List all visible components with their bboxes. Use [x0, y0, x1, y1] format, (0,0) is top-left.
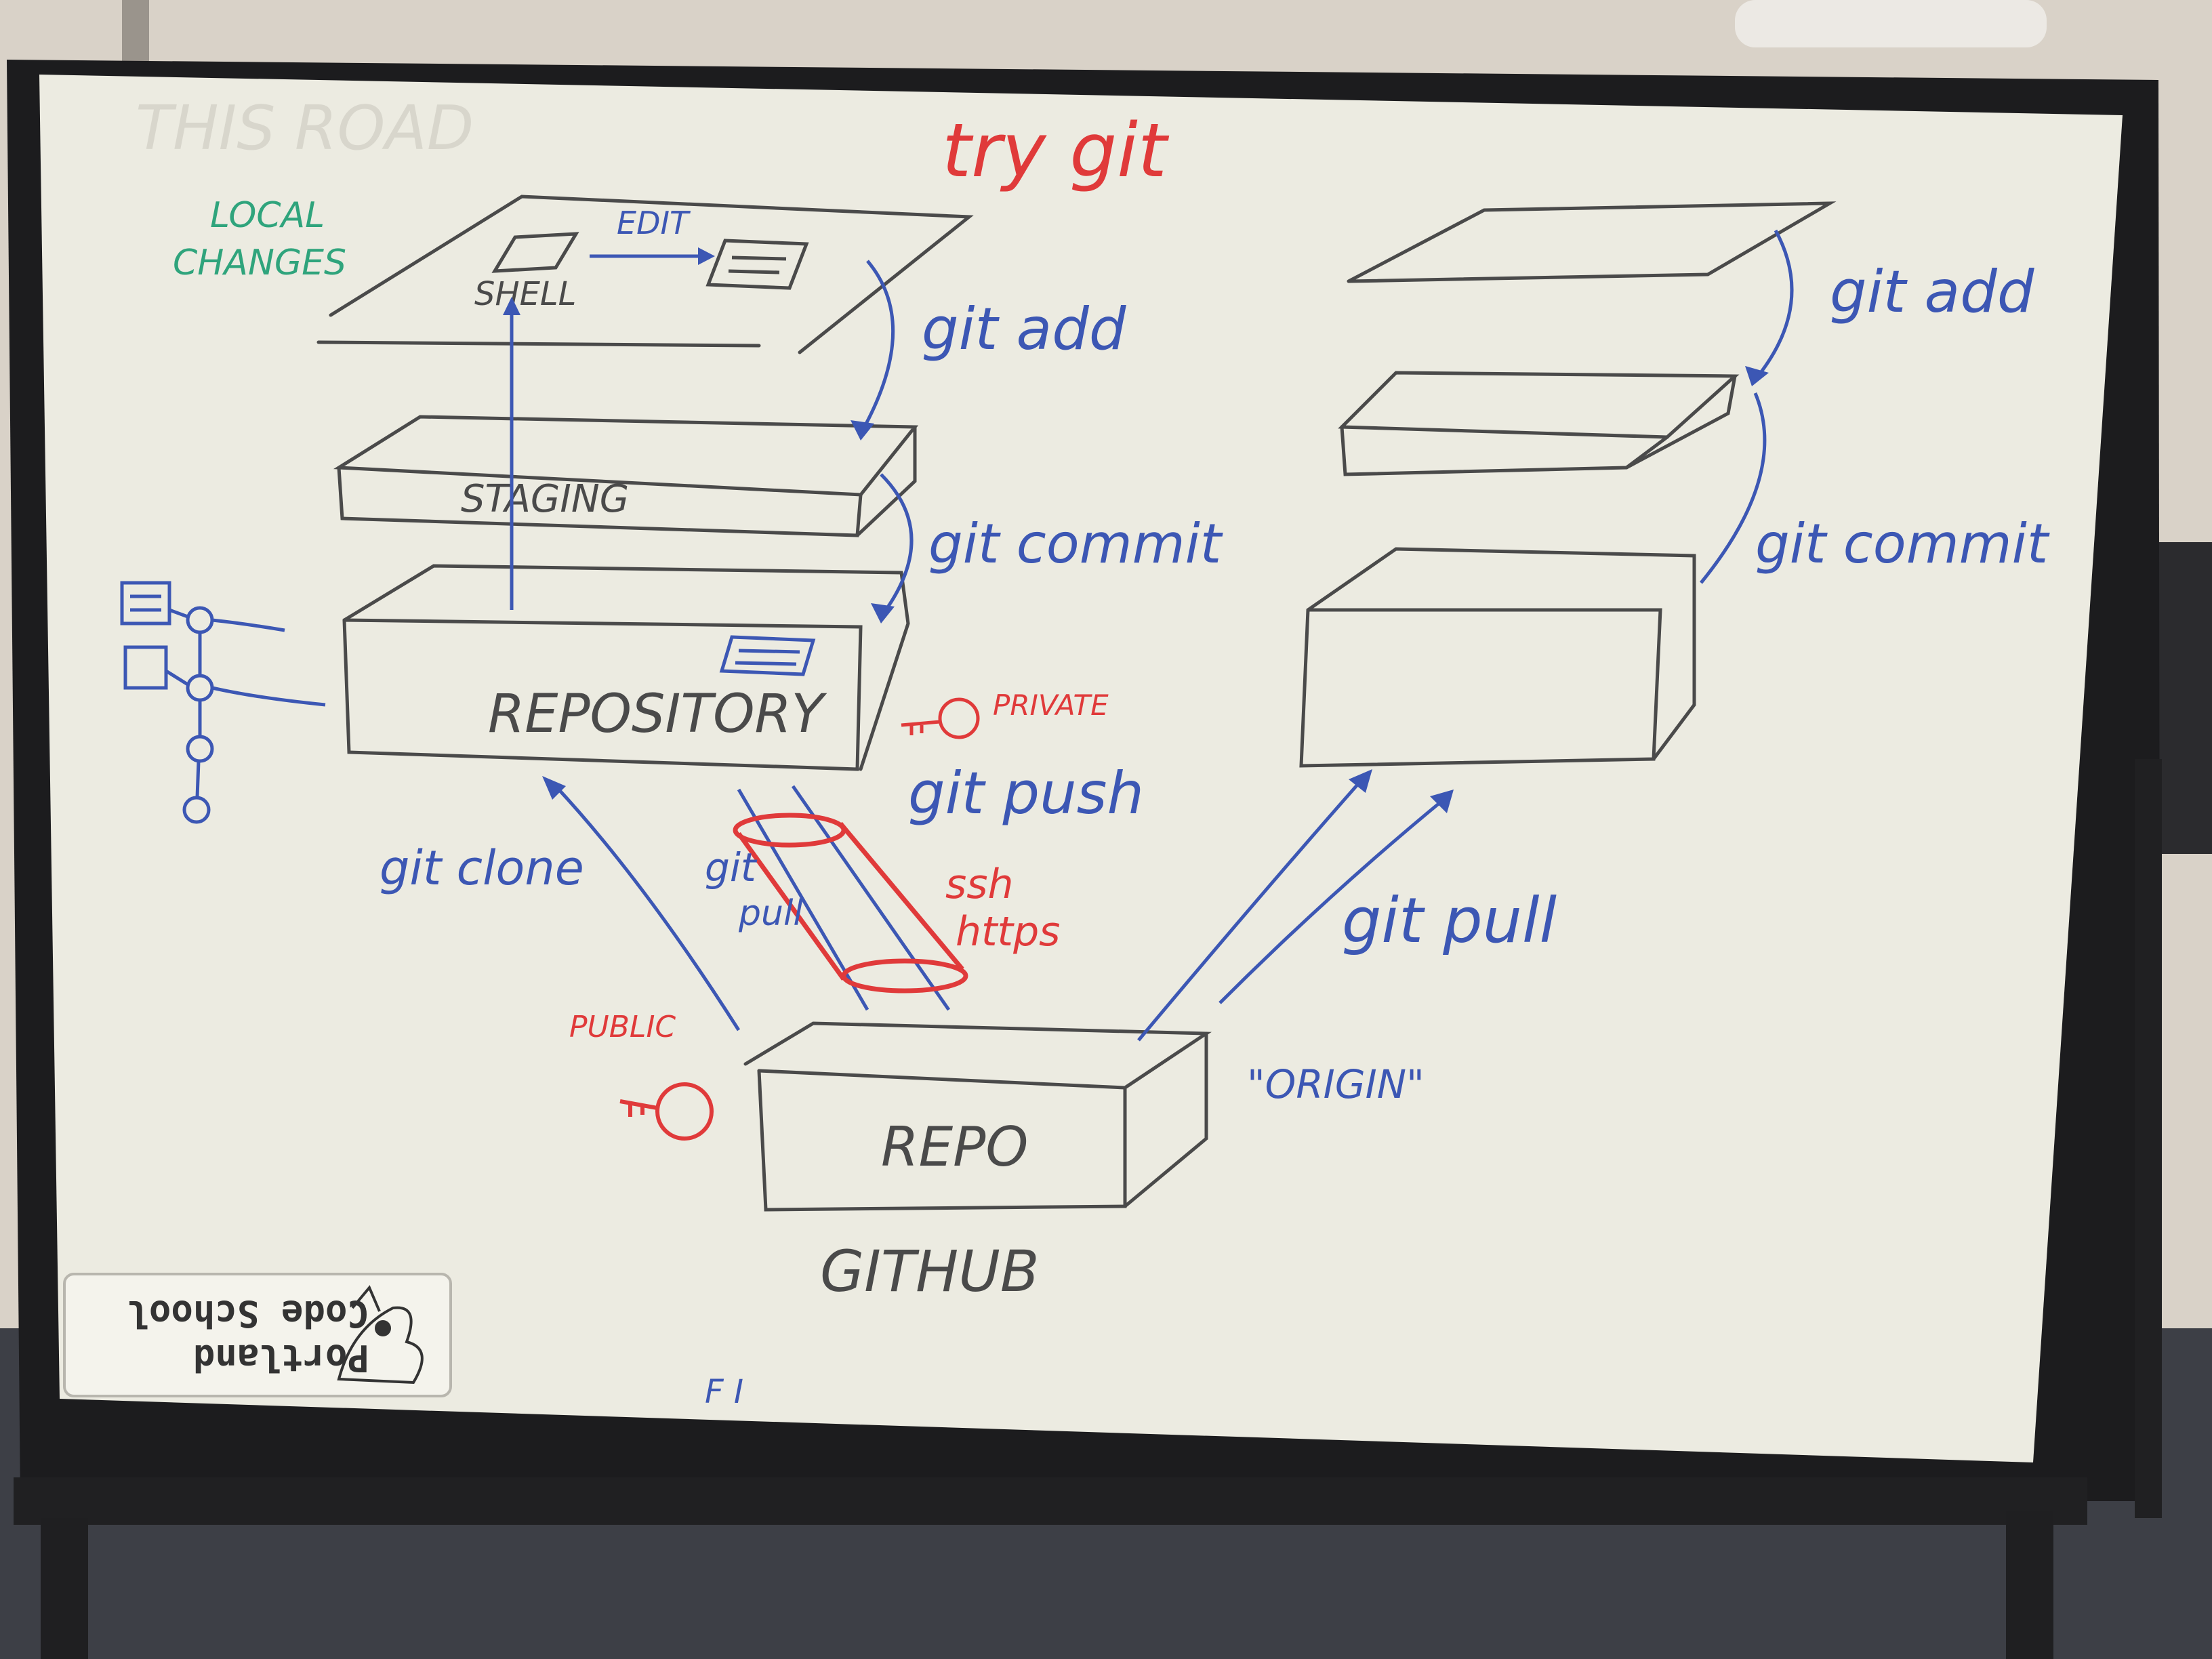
- git-add-curve-left-head: [851, 420, 874, 441]
- public-key-icon: [619, 1082, 714, 1141]
- file-square-icon: [491, 232, 579, 273]
- git-commit-curve-right: [1700, 392, 1767, 584]
- commit-node: [182, 796, 211, 824]
- git-commit-curve-left: [879, 473, 914, 618]
- history-file-icon: [120, 581, 171, 626]
- ssh-label: ssh: [945, 861, 1014, 908]
- push-arrow: [791, 785, 951, 1011]
- git-commit-label-right: git commit: [1755, 512, 2050, 575]
- commit-file-icon: [719, 635, 816, 676]
- right-working-plane: [1347, 201, 1837, 283]
- whiteboard-surface: [39, 75, 2123, 1462]
- github-label: GITHUB: [820, 1238, 1039, 1305]
- https-label: https: [956, 908, 1060, 956]
- origin-label: "ORIGIN": [1247, 1061, 1425, 1107]
- git-add-label-right: git add: [1830, 258, 2034, 326]
- git-add-curve-right-head: [1745, 366, 1769, 386]
- history-square-icon: [123, 645, 168, 690]
- ceiling-pipe: [122, 0, 149, 61]
- ghost-text: THIS ROAD: [136, 93, 474, 164]
- file-lines-icon: [705, 239, 809, 290]
- stand-leg-right: [2006, 1511, 2053, 1659]
- git-pull-arrow-right-2: [1218, 798, 1445, 1004]
- dragon-logo-icon: [337, 1285, 424, 1385]
- git-pull-arrow-right-2-head: [1430, 790, 1454, 813]
- right-stack: [1299, 201, 1837, 768]
- whiteboard-tray: [14, 1477, 2087, 1525]
- git-pull-small-label-2: pull: [738, 893, 803, 934]
- git-push-label: git push: [908, 760, 1144, 827]
- git-add-curve-right: [1754, 229, 1794, 381]
- shell-up-arrow-head: [503, 297, 520, 315]
- ssh-tunnel: [733, 813, 968, 994]
- git-add-curve-left: [859, 260, 895, 435]
- commit-history: [120, 581, 326, 824]
- remote-repo-label: REPO: [881, 1115, 1028, 1179]
- private-key-icon: [901, 697, 980, 739]
- local-changes-label-1: LOCAL: [210, 195, 325, 236]
- git-clone-arrow: [554, 785, 741, 1031]
- staging-label: STAGING: [461, 477, 629, 521]
- bottom-scrawl: F I: [705, 1373, 743, 1411]
- git-commit-curve-left-head: [871, 603, 895, 623]
- git-pull-arrow-right-1-head: [1349, 769, 1372, 793]
- portland-code-school-sticker: Portland Code School: [63, 1273, 452, 1397]
- remote-repo-box: [743, 1021, 1212, 1212]
- board-title: try git: [942, 107, 1170, 194]
- public-label: PUBLIC: [569, 1010, 676, 1044]
- git-clone-label: git clone: [380, 840, 584, 896]
- stand-leg-left: [41, 1518, 88, 1659]
- edit-arrow-head: [698, 247, 715, 265]
- ceiling-duct: [1735, 0, 2047, 47]
- edit-label: EDIT: [617, 205, 691, 241]
- sticker-line-1: Portland: [193, 1336, 369, 1379]
- git-pull-small-label-1: git: [705, 844, 758, 890]
- sticker-line-2: Code School: [127, 1292, 369, 1335]
- git-pull-label-right: git pull: [1342, 884, 1557, 957]
- local-changes-label-2: CHANGES: [173, 243, 346, 283]
- shell-label: SHELL: [474, 275, 576, 313]
- git-add-label-left: git add: [922, 295, 1126, 363]
- repository-box: [342, 564, 910, 771]
- git-clone-arrow-head: [542, 776, 566, 800]
- git-commit-label-left: git commit: [928, 512, 1223, 575]
- git-pull-arrow-right-1: [1137, 778, 1364, 1042]
- private-label: PRIVATE: [993, 689, 1109, 722]
- stand-post-right: [2135, 759, 2162, 1518]
- repository-label: REPOSITORY: [488, 684, 827, 745]
